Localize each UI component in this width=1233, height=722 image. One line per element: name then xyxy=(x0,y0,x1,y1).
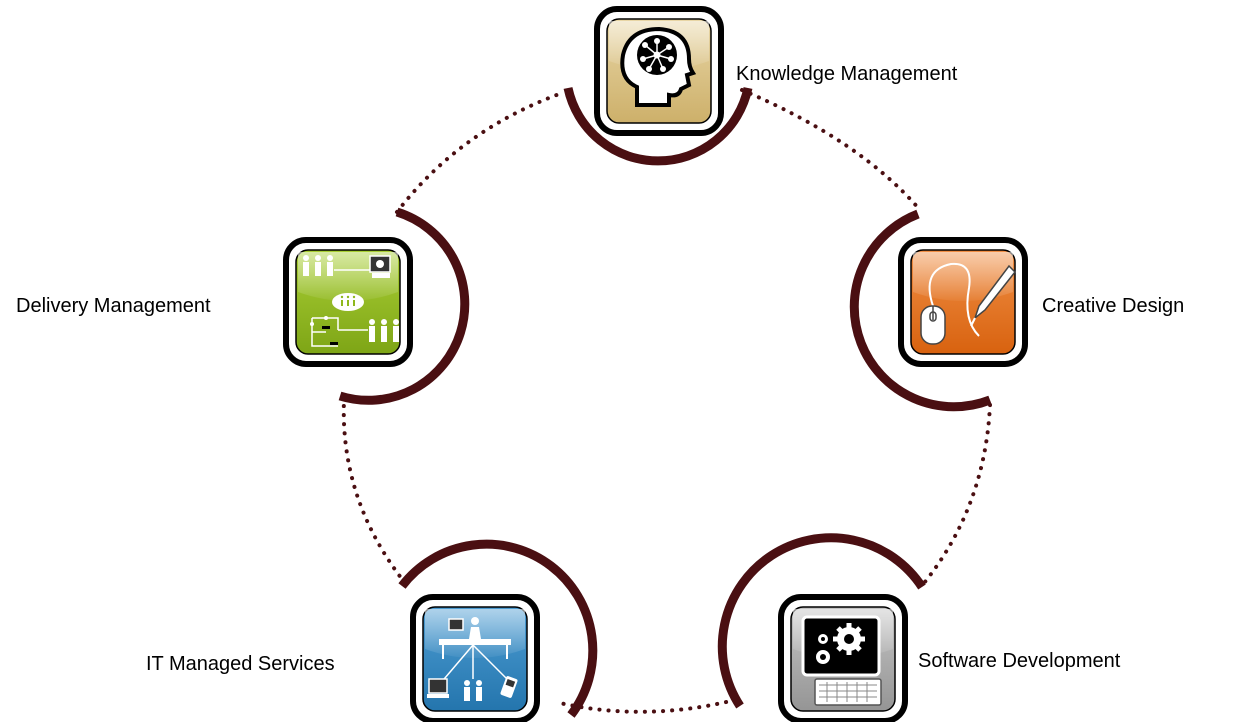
computer-gears-icon xyxy=(801,615,882,706)
node-delivery[interactable] xyxy=(283,237,413,367)
label-creative-design: Creative Design xyxy=(1042,295,1185,317)
arc-delivery xyxy=(338,207,470,405)
arc-it xyxy=(398,539,598,718)
arc-software xyxy=(717,533,926,709)
node-knowledge[interactable] xyxy=(594,6,724,136)
ring-arcs xyxy=(338,87,992,718)
label-software-development: Software Development xyxy=(918,650,1121,672)
connector-software-it xyxy=(558,698,737,714)
team-flow-icon xyxy=(303,255,399,347)
head-network-icon xyxy=(620,26,697,107)
connector-it-delivery xyxy=(341,398,407,585)
node-software[interactable] xyxy=(778,594,908,722)
mouse-pen-icon xyxy=(920,262,1017,345)
label-it-managed-services: IT Managed Services xyxy=(146,653,335,675)
desk-network-icon xyxy=(427,617,518,701)
label-delivery-management: Delivery Management xyxy=(16,295,211,317)
connector-creative-software xyxy=(918,403,992,590)
connector-knowledge-creative xyxy=(740,88,922,212)
label-knowledge-management: Knowledge Management xyxy=(736,63,958,85)
node-creative[interactable] xyxy=(898,237,1028,367)
node-it[interactable] xyxy=(410,594,540,722)
arc-creative xyxy=(849,209,992,412)
arc-knowledge xyxy=(563,87,753,166)
connector-delivery-knowledge xyxy=(395,91,564,214)
